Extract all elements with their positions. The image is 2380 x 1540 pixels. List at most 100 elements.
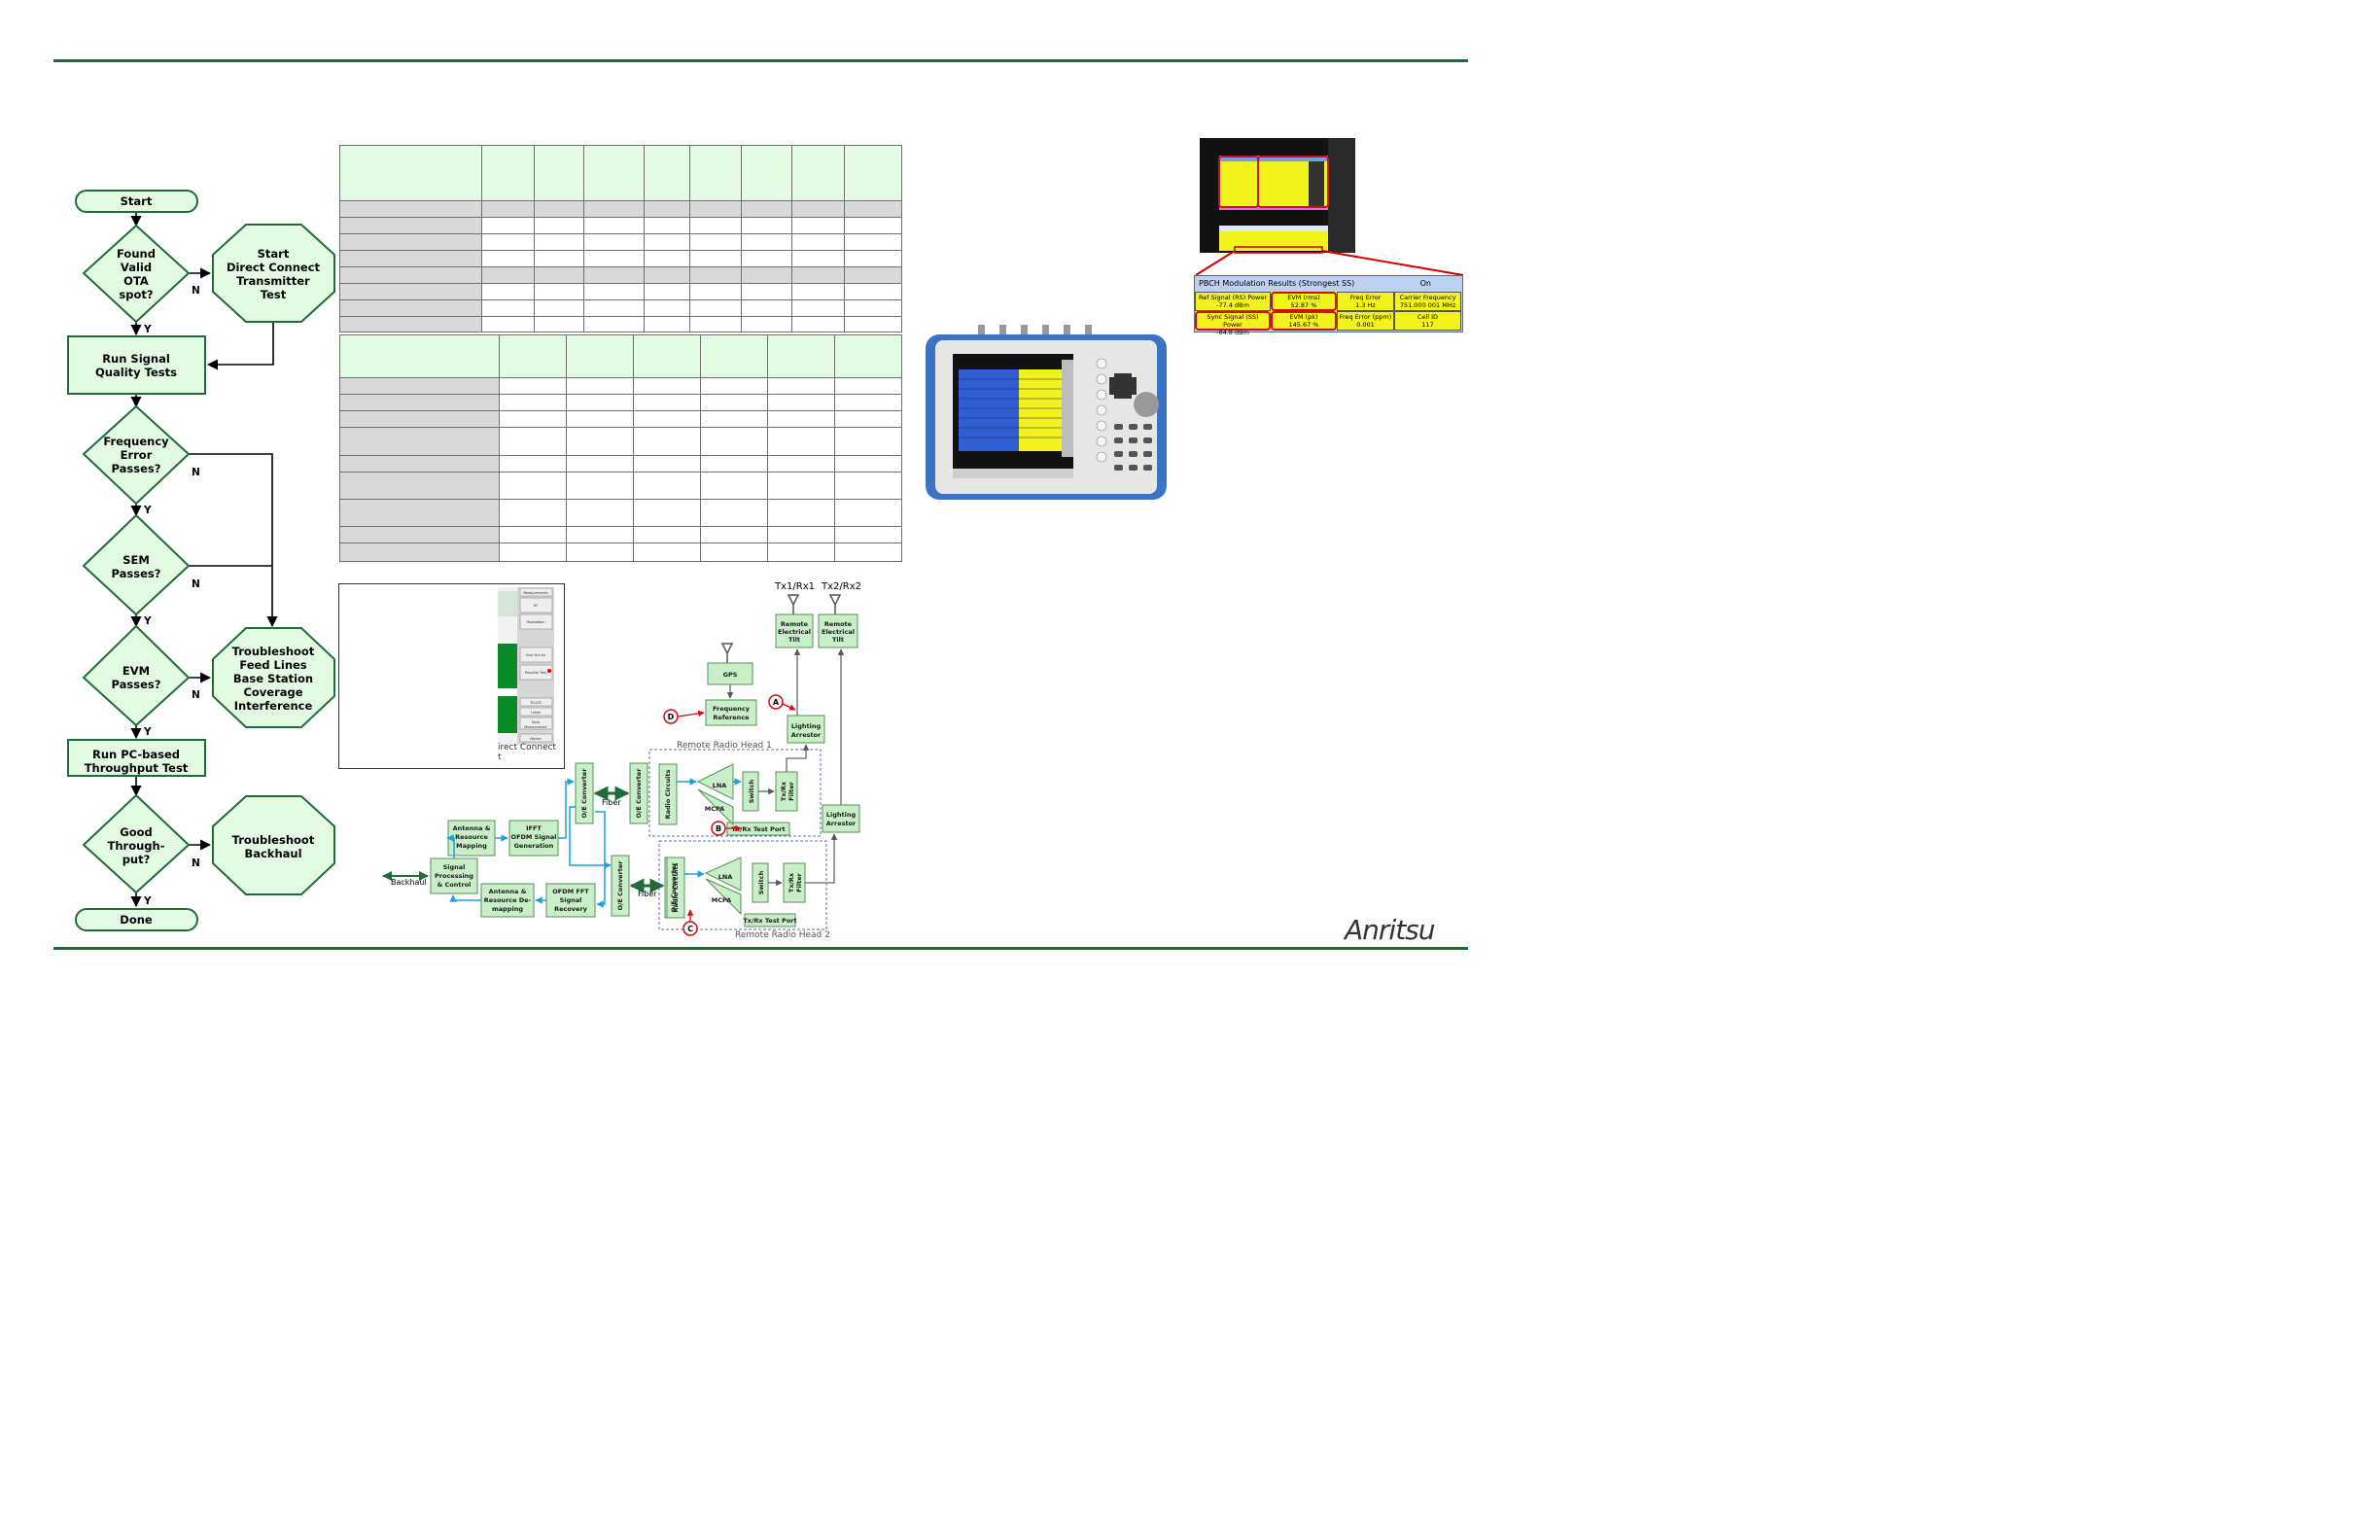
- flowchart: Start Done Found Valid OTA spot? Start D…: [67, 190, 335, 931]
- signal-proc-line-1: Signal: [443, 863, 466, 871]
- backhaul-label: Backhaul: [391, 878, 427, 887]
- softkey-panel: Measurements RF Modulation Over the Air …: [498, 587, 554, 745]
- arrestor-1-line-2: Arrestor: [791, 731, 822, 739]
- through-line-2: Through-: [108, 839, 165, 853]
- radio-1-label: Radio Circuits: [664, 769, 672, 819]
- filter-2-line-1: Tx/Rx: [788, 872, 795, 892]
- oe-3-label: O/E Converter: [635, 768, 643, 819]
- rf-line-1: Troubleshoot: [232, 645, 315, 658]
- direct-line-4: Test: [261, 288, 287, 301]
- no-label: N: [192, 689, 200, 701]
- backhaul-line-2: Backhaul: [244, 847, 301, 860]
- filter-2-line-2: Filter: [795, 872, 803, 892]
- rs-power-cell: Ref Signal (RS) Power-77.4 dBm: [1195, 292, 1271, 311]
- marker-b-label: B: [716, 824, 721, 833]
- antenna-map-line-3: Mapping: [456, 842, 487, 850]
- antenna-2-label: Tx2/Rx2: [821, 581, 861, 592]
- radio-2-label: Radio Circuits: [672, 862, 680, 912]
- freq-ref-line-2: Reference: [713, 714, 750, 721]
- arrestor-1-block: [787, 715, 825, 744]
- no-label: N: [192, 858, 200, 869]
- softkey-measurement[interactable]: Measurement: [524, 725, 547, 729]
- softkey-pass-fail[interactable]: Pass/Fail Test: [525, 671, 547, 675]
- fft-line-2: Signal: [560, 896, 582, 904]
- arrestor-2-line-1: Lighting: [826, 811, 857, 819]
- oe-4-label: O/E Converter: [670, 862, 678, 913]
- pbch-title: PBCH Modulation Results (Strongest SS): [1199, 279, 1355, 288]
- softkey-td-lte[interactable]: TD-LTE: [529, 701, 542, 705]
- antenna-map-line-2: Resource: [455, 833, 488, 841]
- freq-error-decision: [82, 404, 191, 506]
- switch-2-label: Switch: [757, 870, 765, 894]
- ifft-line-1: IFFT: [526, 824, 542, 832]
- done-terminator: [75, 908, 198, 931]
- through-line-1: Good: [120, 825, 152, 839]
- test-port-2-block: [744, 913, 796, 928]
- signal-proc-block: [430, 858, 478, 894]
- backhaul-line-1: Troubleshoot: [232, 833, 315, 847]
- measurement-table-1: [339, 145, 902, 332]
- oe-1-block: [575, 762, 594, 824]
- top-rule: [53, 59, 1468, 62]
- evm-rms-cell: EVM (rms)52.87 %: [1271, 292, 1337, 311]
- gps-label: GPS: [723, 671, 738, 679]
- lna-2-label: LNA: [718, 873, 733, 881]
- start-label: Start: [121, 194, 153, 208]
- run-signal-box: [67, 335, 206, 395]
- no-label: N: [192, 578, 200, 590]
- ret-2-line-3: Tilt: [832, 636, 844, 644]
- measurement-table-2: [339, 334, 902, 562]
- softkey-over-the-air[interactable]: Over the Air: [526, 653, 546, 657]
- softkey-modulation[interactable]: Modulation: [527, 620, 545, 624]
- test-port-2-label: Tx/Rx Test Port: [743, 917, 796, 925]
- ota-line-4: spot?: [119, 288, 153, 301]
- rf-line-3: Base Station: [233, 672, 313, 685]
- direct-line-3: Transmitter: [236, 274, 310, 288]
- oe-3-block: [629, 762, 648, 824]
- ret-1-line-1: Remote: [781, 620, 809, 628]
- filter-1-line-1: Tx/Rx: [780, 781, 788, 801]
- fft-line-3: Recovery: [554, 905, 588, 913]
- softkey-save[interactable]: Save: [532, 720, 540, 724]
- ret-2-line-1: Remote: [824, 620, 853, 628]
- filter-1-line-2: Filter: [788, 781, 795, 800]
- run-signal-line-2: Quality Tests: [95, 366, 177, 379]
- softkey-rf[interactable]: RF: [534, 604, 538, 608]
- rf-line-4: Coverage: [243, 685, 302, 699]
- evm-decision: [82, 624, 191, 727]
- sem-decision: [82, 513, 191, 616]
- mcpa-1-triangle: [697, 788, 734, 826]
- throughput-decision: [82, 793, 191, 894]
- fiber-1-label: Fiber: [602, 798, 621, 807]
- ota-line-3: OTA: [123, 274, 149, 288]
- demap-line-3: mapping: [492, 905, 523, 913]
- sem-line-2: Passes?: [112, 567, 161, 580]
- lna-1-label: LNA: [713, 782, 727, 789]
- marker-a-label: A: [773, 698, 780, 707]
- direct-line-1: Start: [258, 247, 290, 261]
- pbch-grid: Ref Signal (RS) Power-77.4 dBm EVM (rms)…: [1195, 292, 1461, 336]
- antenna-1-label: Tx1/Rx1: [774, 581, 815, 592]
- marker-a: [768, 694, 784, 710]
- rrh1-enclosure: [648, 749, 822, 837]
- switch-1-label: Switch: [748, 779, 755, 803]
- freq-ref-line-1: Frequency: [713, 705, 751, 713]
- softkey-marker[interactable]: Marker: [530, 737, 542, 741]
- ret-1-line-3: Tilt: [788, 636, 800, 644]
- done-label: Done: [120, 913, 153, 927]
- softkey-measurements[interactable]: Measurements: [523, 591, 547, 595]
- signal-proc-line-3: & Control: [438, 881, 472, 889]
- mcpa-2-triangle: [705, 878, 742, 916]
- bottom-rule: [53, 947, 1468, 950]
- pbch-status: On: [1419, 279, 1431, 288]
- softkey-limits[interactable]: Limits: [531, 711, 541, 715]
- anritsu-logo: Anritsu: [1345, 914, 1436, 946]
- ret-2-block: [818, 613, 858, 648]
- demap-line-1: Antenna &: [489, 888, 527, 895]
- fft-line-1: OFDM FFT: [552, 888, 589, 895]
- sem-line-1: SEM: [122, 553, 150, 567]
- ret-1-block: [775, 613, 814, 648]
- mcpa-2-label: MCPA: [712, 896, 731, 904]
